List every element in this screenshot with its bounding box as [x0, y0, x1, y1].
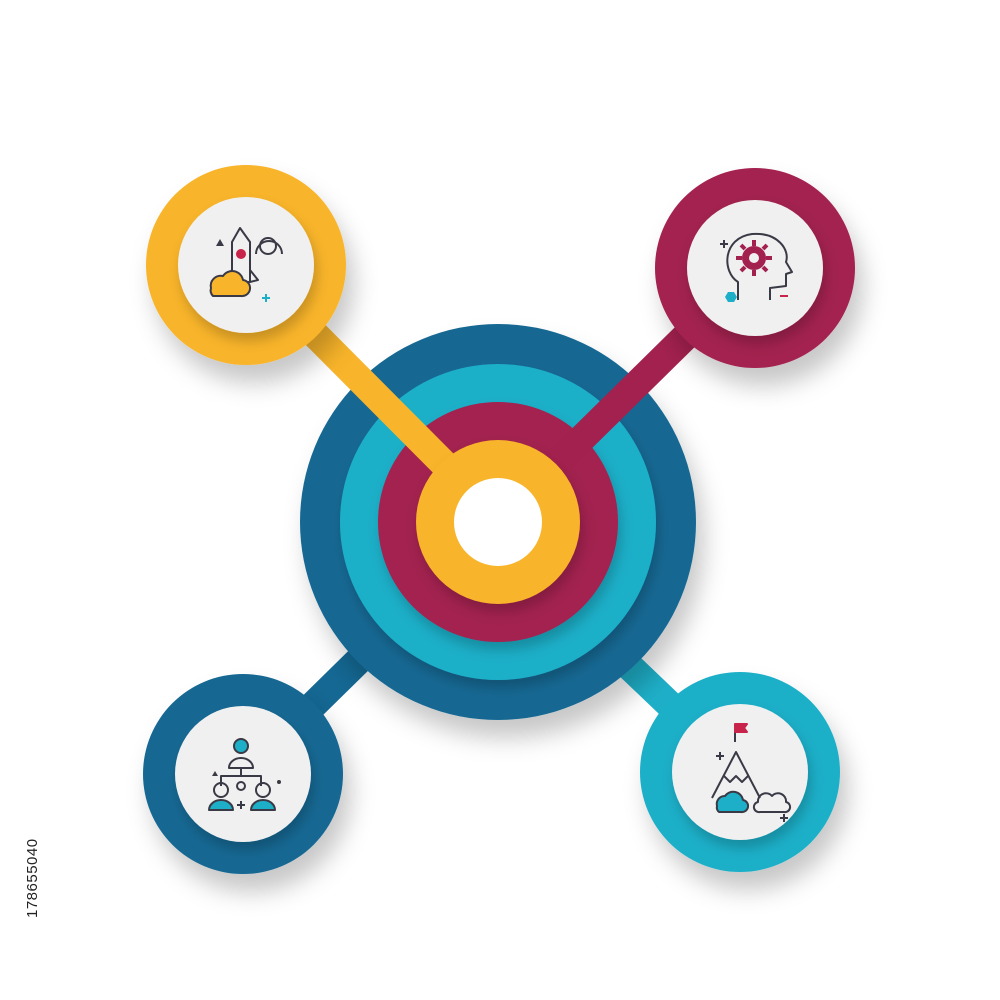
node-magenta [655, 168, 855, 368]
team-hierarchy-icon [208, 738, 281, 811]
rocket-cloud-icon [209, 227, 283, 302]
stock-id-text: 178655040 [24, 838, 41, 918]
node-cyan [640, 672, 840, 872]
node-navy [143, 674, 343, 874]
node-yellow [146, 165, 346, 365]
center-hole [454, 478, 542, 566]
head-gear-icon [720, 232, 793, 302]
mountain-flag-icon [711, 723, 792, 822]
